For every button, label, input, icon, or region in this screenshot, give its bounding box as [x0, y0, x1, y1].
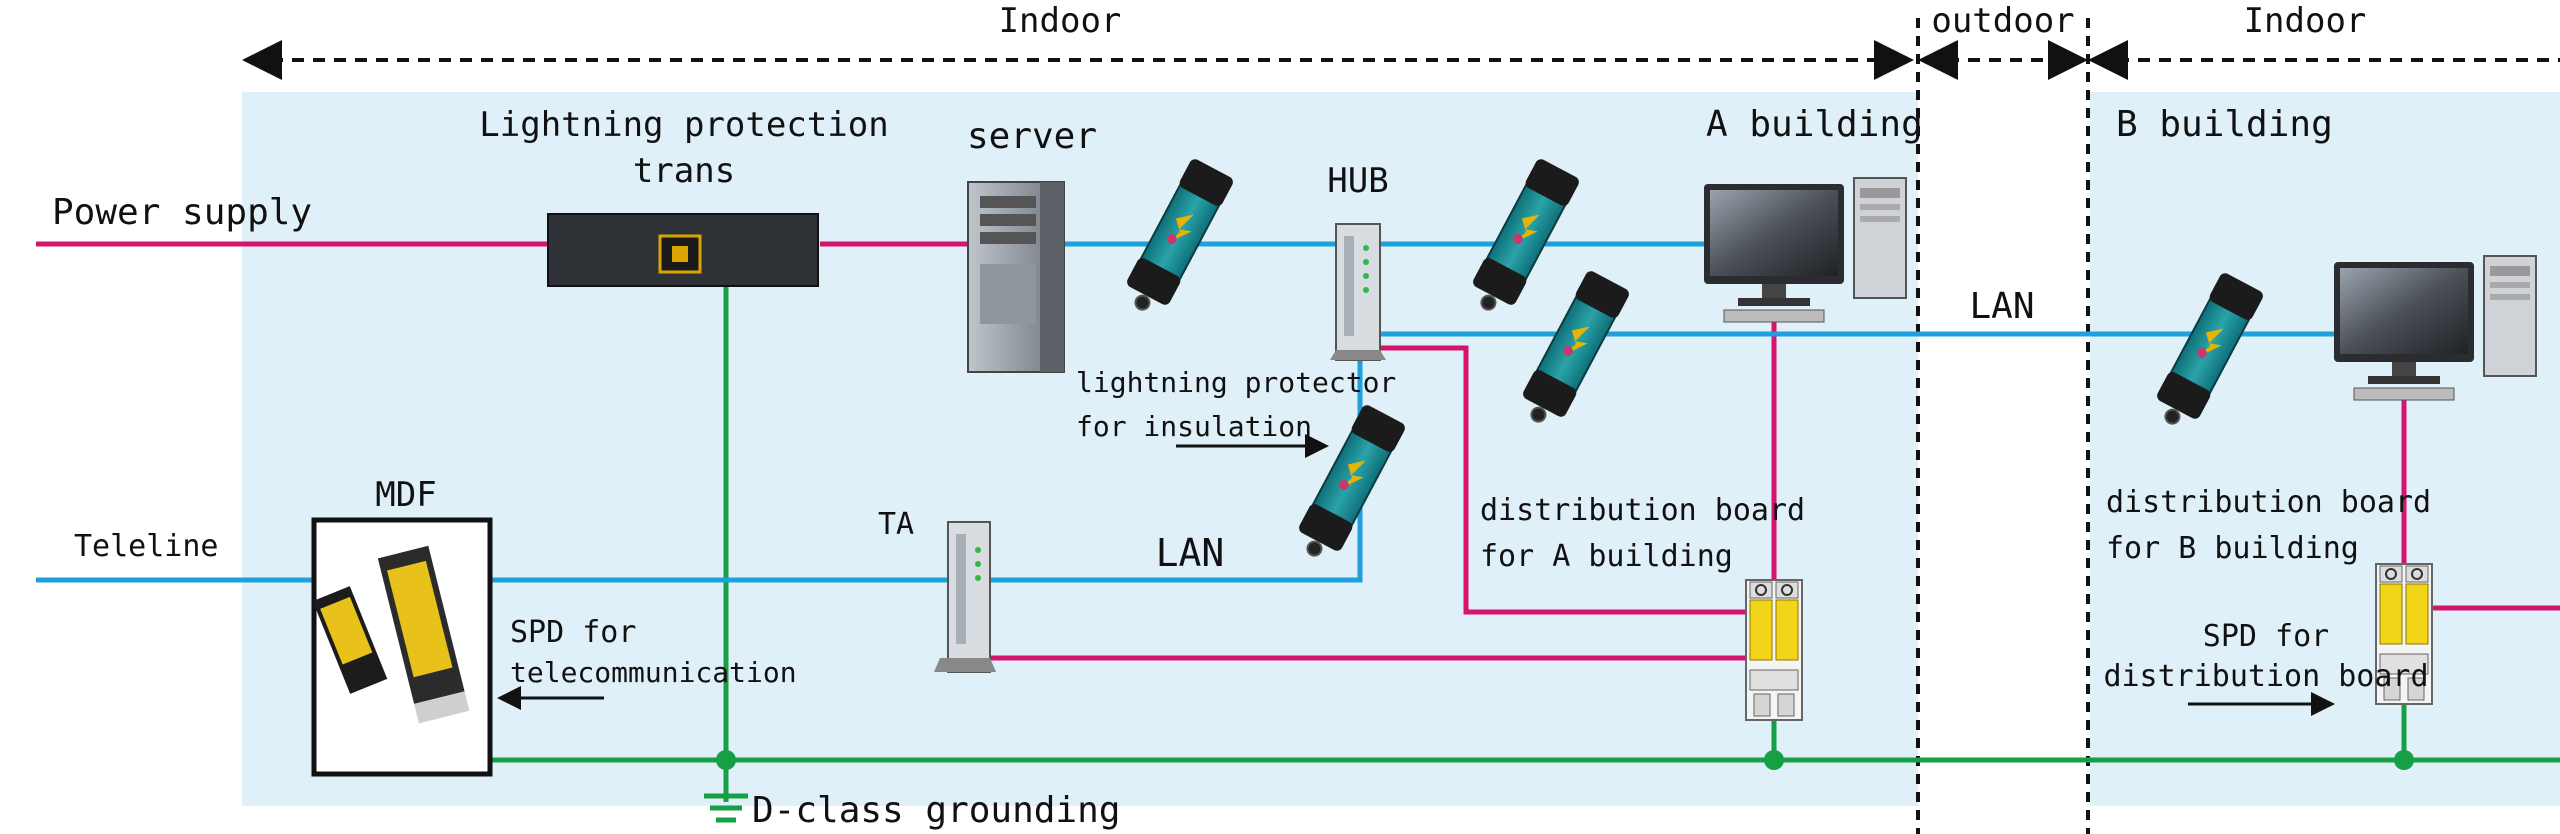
zone-label-outdoor: outdoor — [1931, 1, 2074, 41]
ground-symbol-icon — [704, 793, 748, 823]
power-lines — [36, 241, 2560, 661]
ground-node-main — [716, 750, 736, 770]
ground-node-a — [1764, 750, 1784, 770]
building-b-label: B building — [2116, 104, 2333, 145]
hub-icon — [1330, 223, 1386, 361]
indoor-area-a — [242, 92, 1918, 806]
trans-label-line2: trans — [633, 151, 735, 191]
teleline-label: Teleline — [74, 529, 219, 564]
server-icon — [967, 181, 1065, 373]
dist-a-label-line1: distribution board — [1480, 493, 1805, 528]
trans-label-line1: Lightning protection — [479, 105, 888, 145]
dist-b-label-line2: for B building — [2106, 531, 2359, 566]
hub-label: HUB — [1327, 161, 1388, 201]
lan-label-ta: LAN — [1156, 531, 1225, 575]
zone-label-indoor-left: Indoor — [999, 1, 1122, 41]
indoor-area-b — [2090, 92, 2560, 806]
spd-tele-label-line2: telecommunication — [510, 656, 797, 689]
power-supply-label: Power supply — [52, 192, 312, 233]
spd-distribution-a — [1745, 579, 1803, 721]
mdf-label: MDF — [375, 475, 436, 515]
insulation-label-line2: for insulation — [1076, 410, 1312, 443]
server-label: server — [967, 116, 1097, 157]
lan-label-outdoor: LAN — [1969, 286, 2034, 327]
ta-label: TA — [878, 507, 914, 542]
zone-label-indoor-right: Indoor — [2244, 1, 2367, 41]
insulation-label-line1: lightning protector — [1076, 366, 1396, 399]
building-a-label: A building — [1706, 104, 1923, 145]
mdf-box — [311, 517, 493, 777]
spd-dist-label-line2: distribution board — [2103, 659, 2428, 694]
lightning-protection-trans — [547, 213, 819, 287]
spd-dist-label-line1: SPD for — [2203, 619, 2329, 654]
grounding-label: D-class grounding — [752, 790, 1120, 831]
spd-tele-label-line1: SPD for — [510, 615, 636, 650]
dist-a-label-line2: for A building — [1480, 539, 1733, 574]
ta-icon — [934, 521, 996, 673]
dist-b-label-line1: distribution board — [2106, 485, 2431, 520]
ground-node-b — [2394, 750, 2414, 770]
